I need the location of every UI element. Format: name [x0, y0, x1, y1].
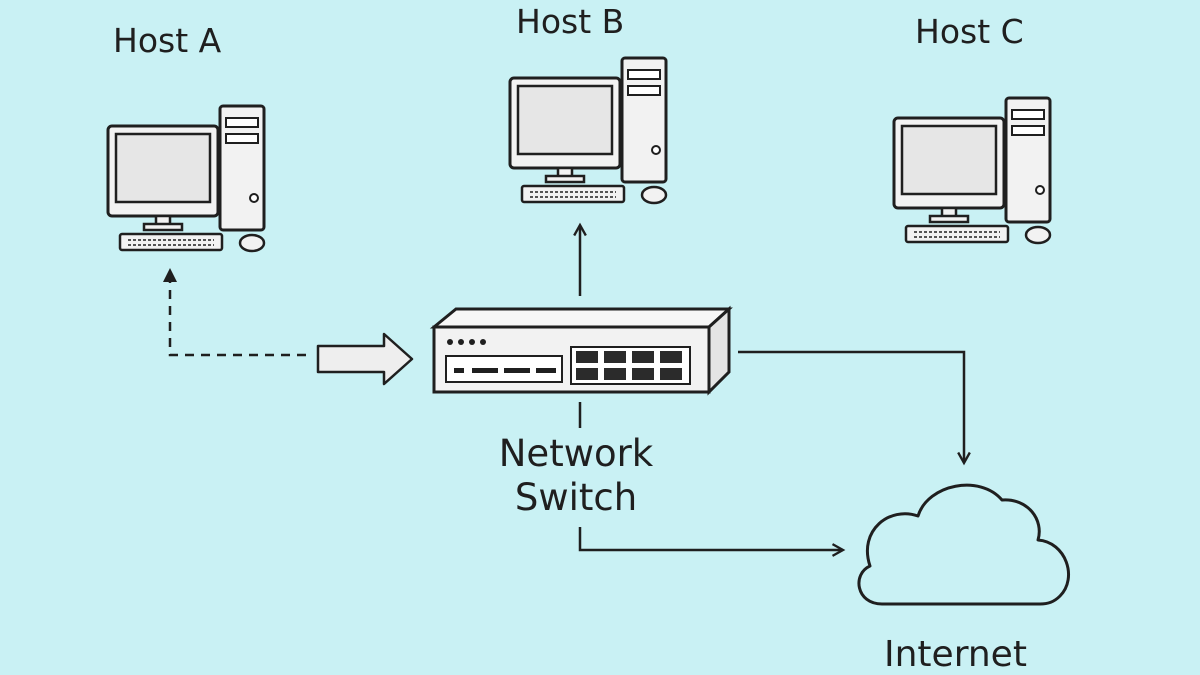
internet-cloud-icon	[857, 483, 1070, 606]
host-c-label: Host C	[915, 12, 1024, 51]
host-a-computer-icon	[106, 104, 266, 253]
host-a-dashed-arrow	[168, 274, 306, 357]
incoming-block-arrow	[316, 332, 414, 386]
internet-label: Internet	[884, 634, 1027, 675]
network-switch-label-line2: Switch	[514, 476, 638, 520]
network-switch-icon	[429, 305, 733, 396]
host-a-arrowhead	[163, 268, 177, 282]
host-b-label: Host B	[516, 2, 625, 41]
host-c-computer-icon	[892, 96, 1052, 245]
switch-label-to-internet-arrow	[578, 527, 843, 550]
network-switch-label: Network Switch	[476, 432, 676, 521]
host-b-computer-icon	[508, 56, 668, 205]
host-a-label: Host A	[113, 21, 222, 60]
network-switch-label-line1: Network	[498, 432, 654, 475]
switch-to-internet-arrow	[738, 350, 964, 463]
